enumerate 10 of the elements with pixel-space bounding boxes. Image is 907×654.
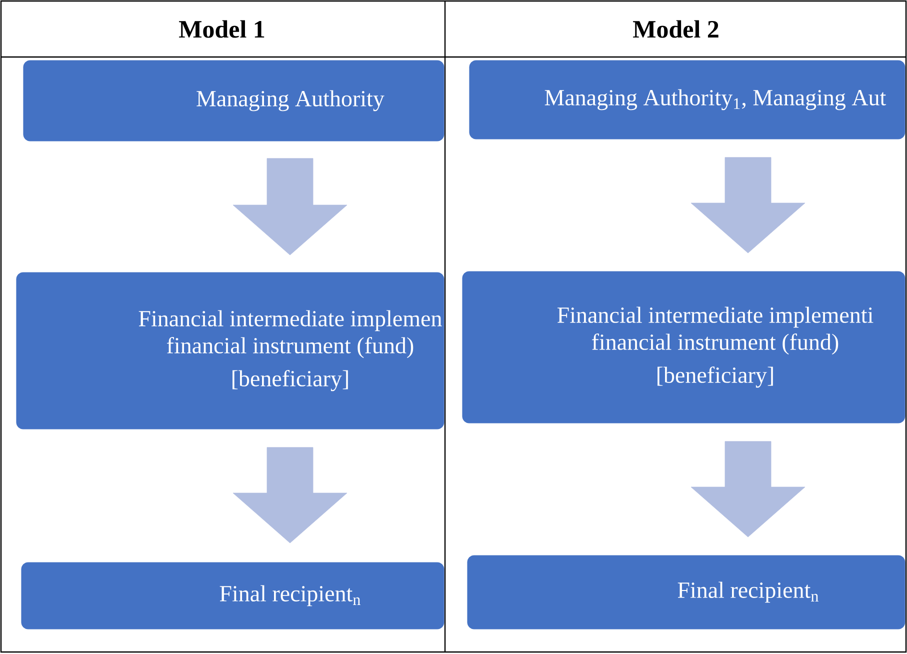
block-arrow <box>690 441 806 538</box>
block-arrow <box>232 447 348 544</box>
process-box: Financial intermediate implementi financial instrument (fund) [beneficiary] <box>462 271 906 424</box>
process-box: Financial intermediate implemen financial instrument (fund) [beneficiary] <box>16 272 444 430</box>
process-box: Final recipient$_{n}$ <box>21 562 444 630</box>
process-box: Managing Authority <box>23 60 444 142</box>
block-arrow <box>690 157 806 254</box>
process-box: Final recipient$_{n}$ <box>467 555 906 630</box>
block-arrow <box>232 158 348 256</box>
process-box: Managing Authority$_{1}$, Managing Aut <box>469 60 906 140</box>
